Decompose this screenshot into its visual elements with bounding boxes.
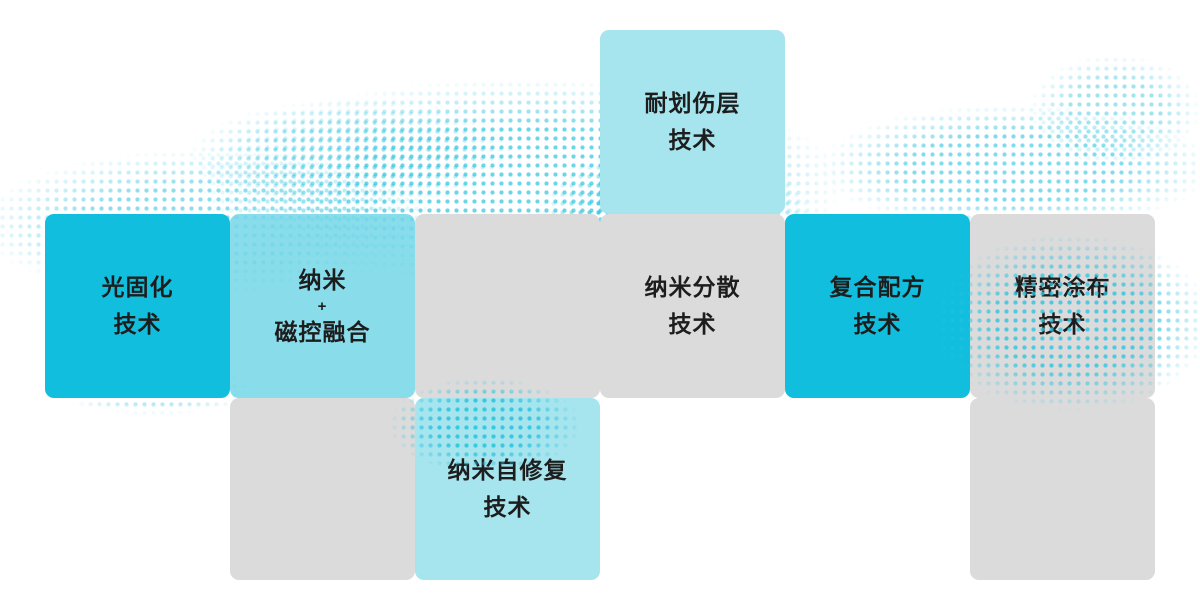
tile-nano-dispersion: 纳米分散 技术 [600, 214, 785, 398]
tile-light-curing: 光固化 技术 [45, 214, 230, 398]
map-dots-cluster-far-right [1030, 55, 1200, 165]
tile-text-line: 技术 [668, 127, 717, 153]
tile-composite-formula: 复合配方 技术 [785, 214, 970, 398]
tile-label: 精密涂布 技术 [1015, 269, 1111, 343]
tile-text-line: 技术 [483, 494, 532, 520]
map-dots-cluster-right-band [820, 105, 1200, 230]
tile-label: 光固化 技术 [102, 269, 174, 343]
tile-nano-magnetron-fusion: 纳米 + 磁控融合 [230, 214, 415, 398]
tile-empty-bottom-left [230, 398, 415, 580]
tile-label: 纳米分散 技术 [645, 269, 741, 343]
plus-sign: + [317, 297, 328, 315]
tile-label: 纳米 + 磁控融合 [275, 262, 371, 351]
tile-empty-bottom-right [970, 398, 1155, 580]
tile-text-line: 磁控融合 [274, 318, 371, 345]
tile-text-line: 纳米自修复 [447, 457, 568, 484]
tile-text-line: 技术 [113, 311, 162, 337]
tile-label: 纳米自修复 技术 [448, 452, 568, 526]
tile-label: 复合配方 技术 [830, 269, 926, 343]
tile-text-line: 技术 [853, 311, 902, 337]
tile-text-line: 纳米 [298, 266, 347, 293]
map-dots-cluster-upper-left [190, 100, 520, 210]
tile-text-line: 光固化 [101, 274, 174, 301]
tile-text-line: 复合配方 [829, 274, 926, 301]
tile-text-line: 耐划伤层 [644, 90, 741, 117]
tile-text-line: 技术 [1038, 311, 1087, 337]
tile-text-line: 技术 [668, 311, 717, 337]
tile-scratch-resistant-layer: 耐划伤层 技术 [600, 30, 785, 214]
tile-empty-middle [415, 214, 600, 398]
tile-text-line: 纳米分散 [644, 274, 741, 301]
tile-nano-self-healing: 纳米自修复 技术 [415, 398, 600, 580]
tile-text-line: 精密涂布 [1014, 274, 1111, 301]
tile-label: 耐划伤层 技术 [645, 85, 741, 159]
tile-precision-coating: 精密涂布 技术 [970, 214, 1155, 398]
